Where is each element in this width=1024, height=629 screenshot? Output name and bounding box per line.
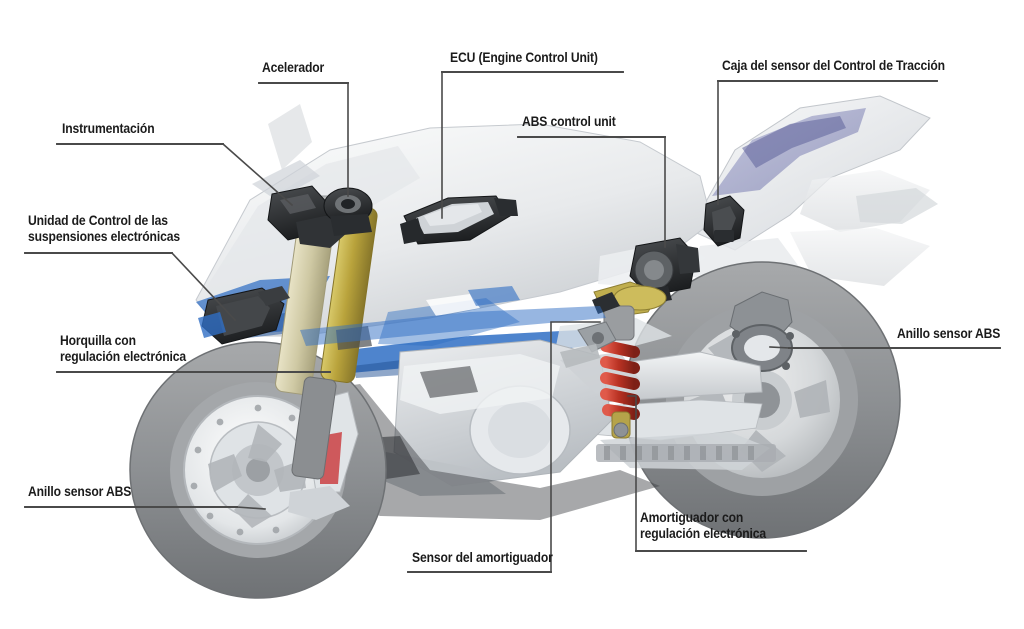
callout-label-caja-sensor-control-traccion: Caja del sensor del Control de Tracción xyxy=(722,58,945,73)
traction-control-sensor-box xyxy=(703,195,745,247)
callout-label-instrumentacion: Instrumentación xyxy=(62,121,155,136)
ecu-module xyxy=(400,195,518,245)
callout-label-ecu: ECU (Engine Control Unit) xyxy=(450,50,598,65)
rear-abs-sensor-ring xyxy=(729,291,794,372)
throttle-body-module xyxy=(323,187,373,236)
tail-section xyxy=(689,95,938,290)
callout-label-horquilla-regulacion: Horquilla con regulación electrónica xyxy=(60,333,186,364)
callout-label-unidad-control-suspensiones: Unidad de Control de las suspensiones el… xyxy=(28,213,180,244)
callout-label-acelerador: Acelerador xyxy=(262,60,325,75)
callout-label-abs-control-unit: ABS control unit xyxy=(522,114,616,129)
callout-label-amortiguador-regulacion: Amortiguador con regulación electrónica xyxy=(640,510,766,541)
frame-accent-stripe xyxy=(300,306,606,346)
callout-label-sensor-amortiguador: Sensor del amortiguador xyxy=(412,550,553,565)
callout-label-anillo-sensor-abs-delantero: Anillo sensor ABS xyxy=(28,484,132,499)
callout-label-anillo-sensor-abs-trasero: Anillo sensor ABS xyxy=(897,326,1001,341)
